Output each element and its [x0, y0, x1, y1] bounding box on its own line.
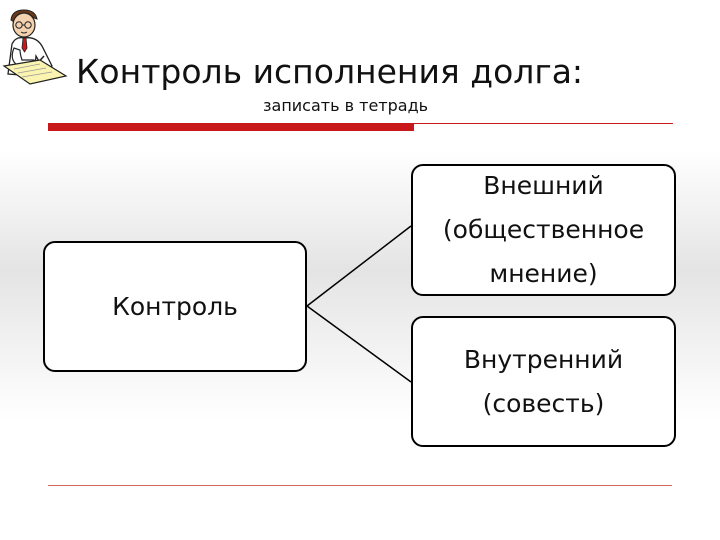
external-line-3: мнение): [489, 259, 598, 288]
connector-line-external: [306, 225, 412, 307]
diagram-root-box: Контроль: [43, 241, 307, 372]
connector-line-internal: [306, 305, 412, 383]
diagram-root-label: Контроль: [112, 291, 238, 321]
title-rule-thin: [414, 123, 673, 124]
external-line-2: (общественное: [442, 215, 645, 244]
diagram-internal-box: Внутренний (совесть): [411, 316, 676, 447]
internal-line-2: (совесть): [482, 388, 605, 418]
title-rule-thick: [48, 123, 414, 131]
internal-line-1: Внутренний: [463, 344, 624, 374]
external-line-1: Внешний: [483, 171, 604, 200]
diagram-external-box: Внешний (общественное мнение): [411, 164, 676, 296]
slide-title: Контроль исполнения долга:: [76, 52, 584, 91]
slide-subtitle: записать в тетрадь: [263, 96, 429, 115]
footer-rule: [48, 485, 672, 486]
doctor-writing-icon: [0, 4, 92, 90]
